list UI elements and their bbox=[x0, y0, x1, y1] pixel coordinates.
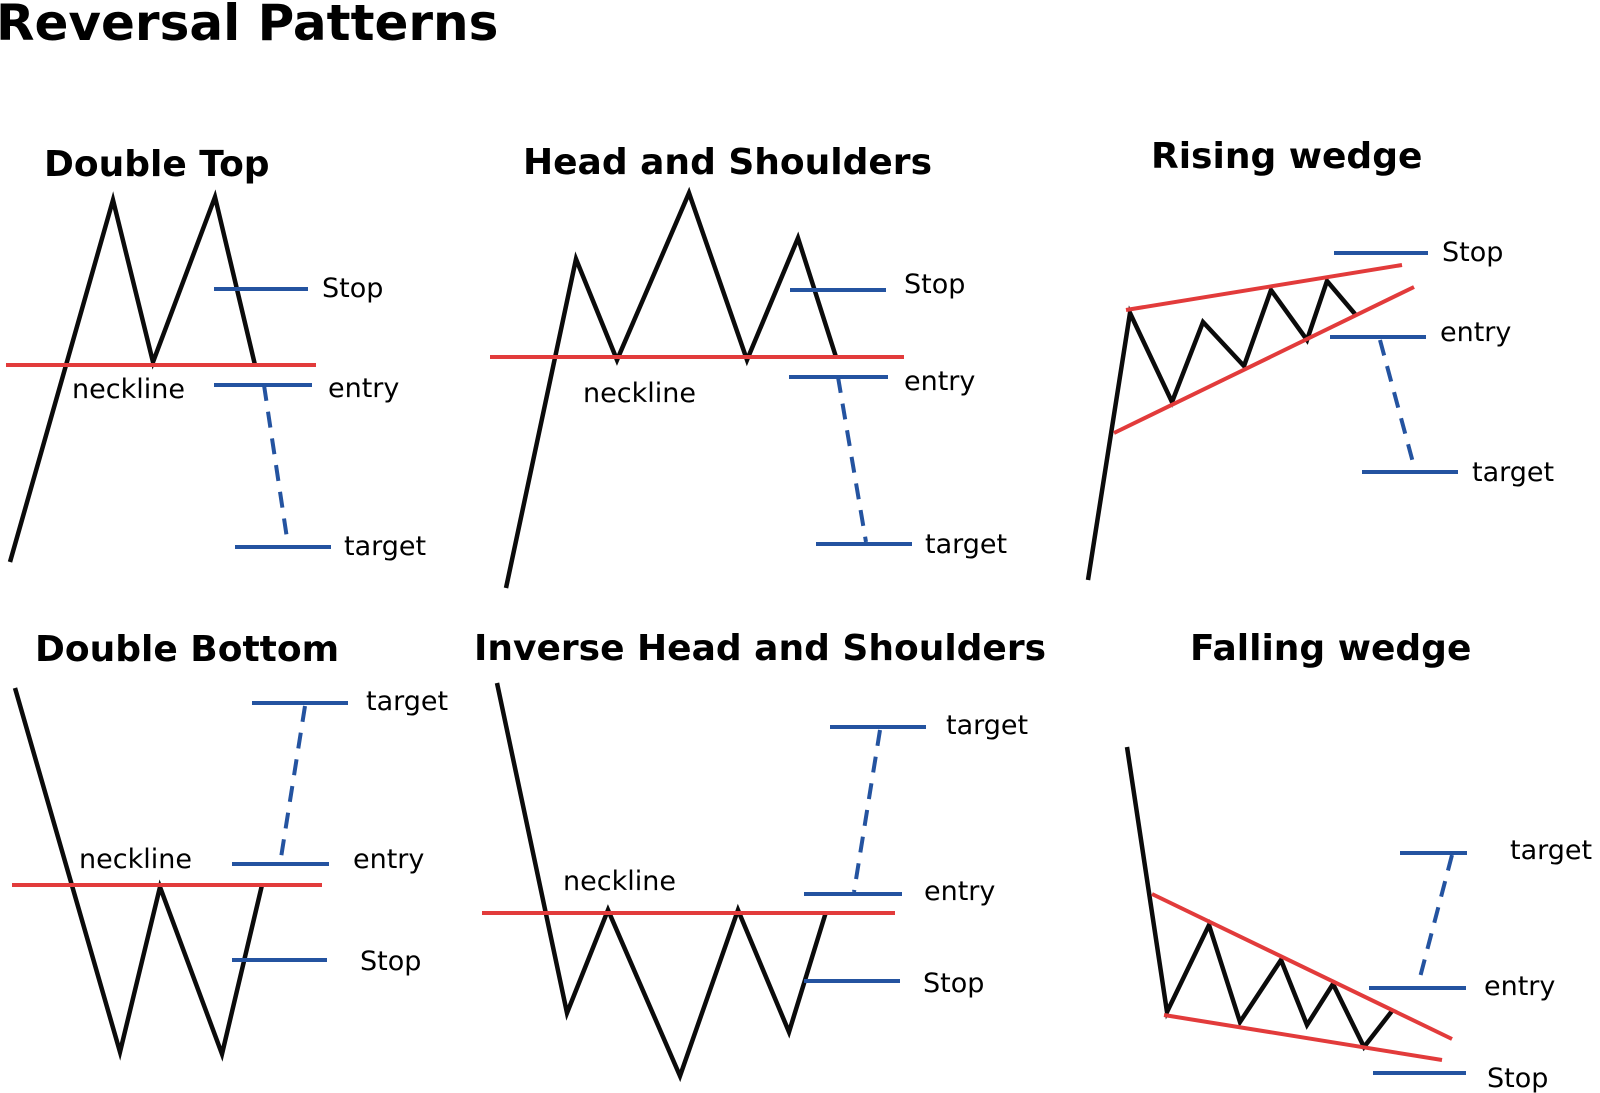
entry-label: entry bbox=[1484, 971, 1555, 1002]
pattern-title: Head and Shoulders bbox=[523, 142, 932, 183]
neckline-label: neckline bbox=[79, 844, 192, 875]
upper-trendline bbox=[1151, 892, 1453, 1041]
pattern-inverse-head-and-shoulders: Inverse Head and Shoulders neckline targ… bbox=[474, 628, 1046, 1083]
page-title: Reversal Patterns bbox=[0, 0, 498, 52]
target-label: target bbox=[1510, 835, 1592, 866]
stop-label: Stop bbox=[904, 269, 965, 300]
pattern-title: Double Bottom bbox=[35, 629, 339, 670]
stop-label: Stop bbox=[1442, 237, 1503, 268]
price-line bbox=[1085, 276, 1357, 581]
pattern-title: Rising wedge bbox=[1151, 136, 1422, 177]
price-line bbox=[503, 186, 839, 589]
neckline-label: neckline bbox=[563, 866, 676, 897]
pattern-title: Falling wedge bbox=[1190, 628, 1471, 669]
pattern-head-and-shoulders: Head and Shoulders neckline Stop entry t… bbox=[490, 142, 1007, 589]
pattern-double-top: Double Top neckline Stop entry target bbox=[6, 144, 426, 563]
lower-trendline bbox=[1163, 1013, 1443, 1062]
target-label: target bbox=[925, 529, 1007, 560]
target-distance bbox=[836, 376, 868, 543]
entry-label: entry bbox=[328, 373, 399, 404]
entry-label: entry bbox=[1440, 317, 1511, 348]
neckline-label: neckline bbox=[583, 378, 696, 409]
pattern-falling-wedge: Falling wedge target entry Stop bbox=[1124, 628, 1592, 1093]
target-label: target bbox=[344, 531, 426, 562]
target-label: target bbox=[366, 686, 448, 717]
pattern-title: Inverse Head and Shoulders bbox=[474, 628, 1046, 669]
target-distance bbox=[278, 705, 307, 865]
stop-label: Stop bbox=[923, 968, 984, 999]
target-distance bbox=[262, 384, 290, 546]
target-label: target bbox=[1472, 457, 1554, 488]
pattern-double-bottom: Double Bottom neckline target entry Stop bbox=[12, 629, 448, 1062]
entry-label: entry bbox=[924, 876, 995, 907]
entry-label: entry bbox=[904, 366, 975, 397]
price-line bbox=[494, 682, 829, 1083]
target-distance bbox=[1416, 854, 1454, 986]
stop-label: Stop bbox=[360, 946, 421, 977]
target-label: target bbox=[946, 710, 1028, 741]
target-distance bbox=[852, 729, 882, 893]
target-distance bbox=[1378, 339, 1417, 471]
upper-trendline bbox=[1125, 263, 1403, 312]
entry-label: entry bbox=[353, 844, 424, 875]
stop-label: Stop bbox=[322, 273, 383, 304]
pattern-rising-wedge: Rising wedge Stop entry target bbox=[1085, 136, 1554, 581]
price-line bbox=[7, 189, 258, 563]
neckline-label: neckline bbox=[72, 374, 185, 405]
stop-label: Stop bbox=[1487, 1063, 1548, 1093]
price-line bbox=[1124, 746, 1394, 1052]
lower-trendline bbox=[1113, 285, 1415, 435]
pattern-title: Double Top bbox=[44, 144, 270, 185]
